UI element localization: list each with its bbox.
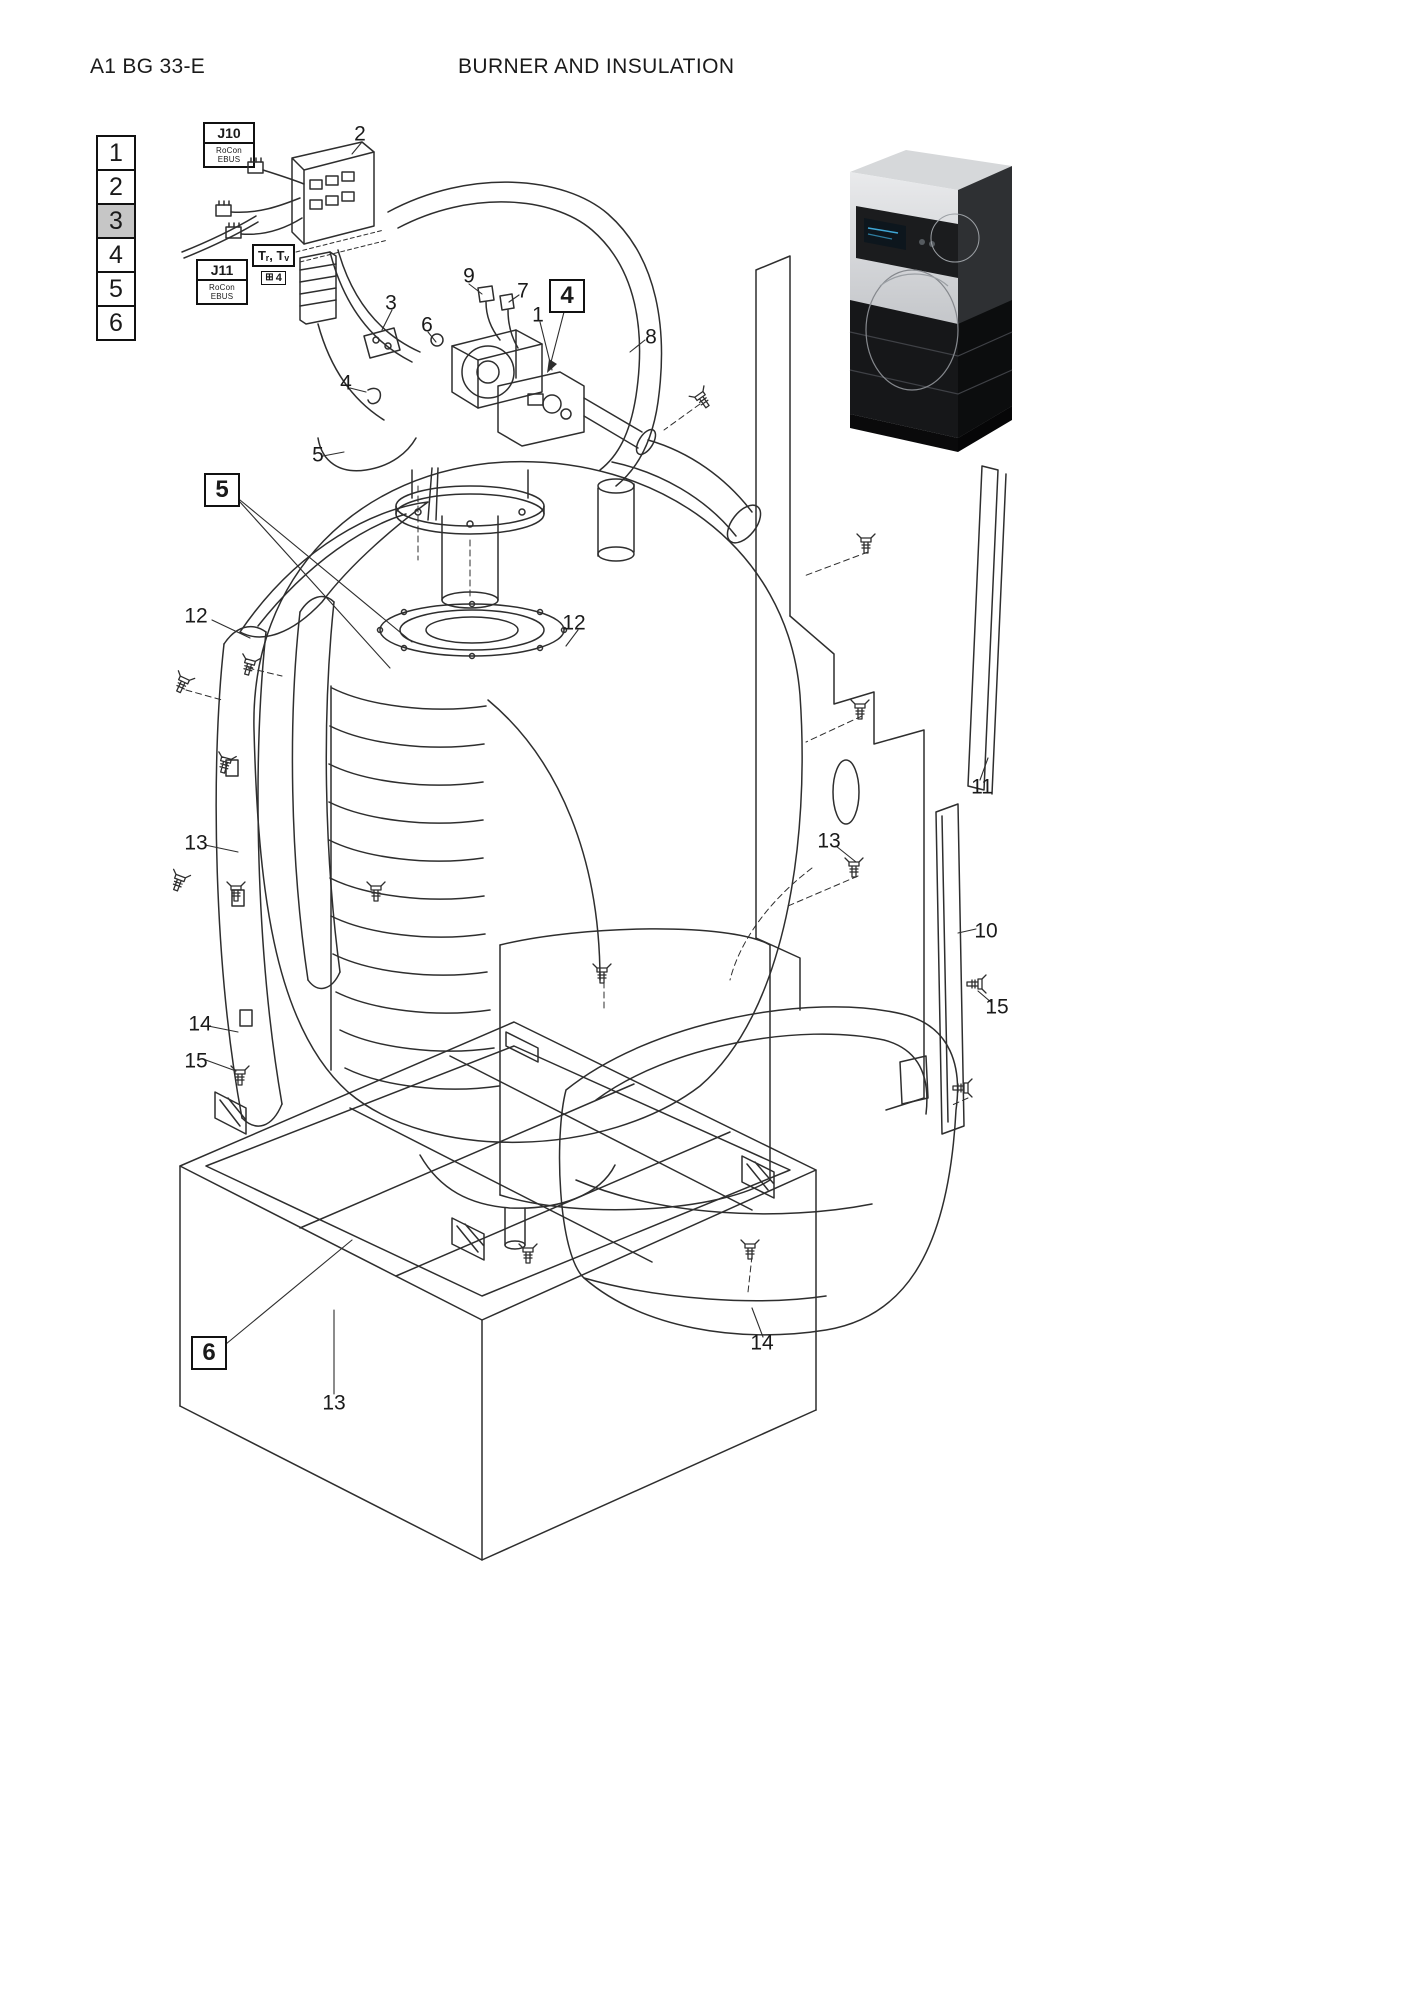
wiring-harness — [181, 141, 663, 487]
boxed-callout-4: 4 — [549, 279, 585, 313]
legend-item-5: 5 — [96, 271, 136, 307]
part-label-12-left: 12 — [184, 604, 208, 628]
legend: 1 2 3 4 5 6 — [96, 135, 136, 341]
leader-lines — [202, 141, 993, 1395]
sensor-ref-number: 4 — [275, 271, 282, 284]
part-label-9: 9 — [463, 264, 475, 288]
screws — [166, 385, 987, 1264]
part-label-2: 2 — [354, 122, 366, 146]
part-label-7: 7 — [517, 279, 529, 303]
part-label-13-left: 13 — [184, 831, 208, 855]
part-label-15-left: 15 — [184, 1049, 208, 1073]
part-label-5: 5 — [312, 443, 324, 467]
part-label-13-right: 13 — [817, 829, 841, 853]
insulation-left — [215, 501, 429, 1127]
connector-label-j11: J11 RoCon EBUS — [196, 259, 248, 305]
part-label-1: 1 — [532, 303, 544, 327]
part-label-3: 3 — [385, 291, 397, 315]
part-label-4: 4 — [340, 371, 352, 395]
part-label-12-center: 12 — [562, 611, 586, 635]
connector-j10-bus: RoCon EBUS — [216, 146, 242, 164]
legend-item-1: 1 — [96, 135, 136, 171]
legend-item-6: 6 — [96, 305, 136, 341]
boxed-callout-6: 6 — [191, 1336, 227, 1370]
part-label-11: 11 — [971, 775, 993, 799]
part-label-15-right: 15 — [985, 995, 1009, 1019]
sensor-label-box: Tᵣ, Tᵥ ⊞ 4 — [252, 244, 296, 285]
part-label-14-right: 14 — [750, 1331, 774, 1355]
legend-item-4: 4 — [96, 237, 136, 273]
legend-item-3: 3 — [96, 203, 136, 239]
sensor-label-text: Tᵣ, Tᵥ — [252, 244, 296, 267]
sensor-label-ref: ⊞ 4 — [261, 270, 286, 285]
part-label-13-bottom: 13 — [322, 1391, 346, 1415]
construction-lines — [185, 403, 969, 1293]
connector-grid-icon: ⊞ — [265, 272, 274, 283]
rear-panels — [755, 255, 1007, 1135]
part-label-10: 10 — [974, 919, 998, 943]
connector-j10-name: J10 — [205, 124, 253, 144]
part-label-6: 6 — [421, 313, 433, 337]
product-photo — [849, 150, 1013, 452]
part-label-14-left: 14 — [188, 1012, 212, 1036]
base-frame — [179, 1021, 817, 1561]
document-code: A1 BG 33-E — [90, 55, 206, 78]
connector-j11-bus: RoCon EBUS — [209, 283, 235, 301]
boxed-callout-5: 5 — [204, 473, 240, 507]
outer-jacket — [499, 928, 771, 1211]
connector-j11-name: J11 — [198, 261, 246, 281]
boiler-tank — [253, 460, 803, 1250]
page-title: BURNER AND INSULATION — [458, 55, 735, 78]
insulation-front-right — [558, 1006, 959, 1336]
part-label-8: 8 — [645, 325, 657, 349]
connector-label-j10: J10 RoCon EBUS — [203, 122, 255, 168]
